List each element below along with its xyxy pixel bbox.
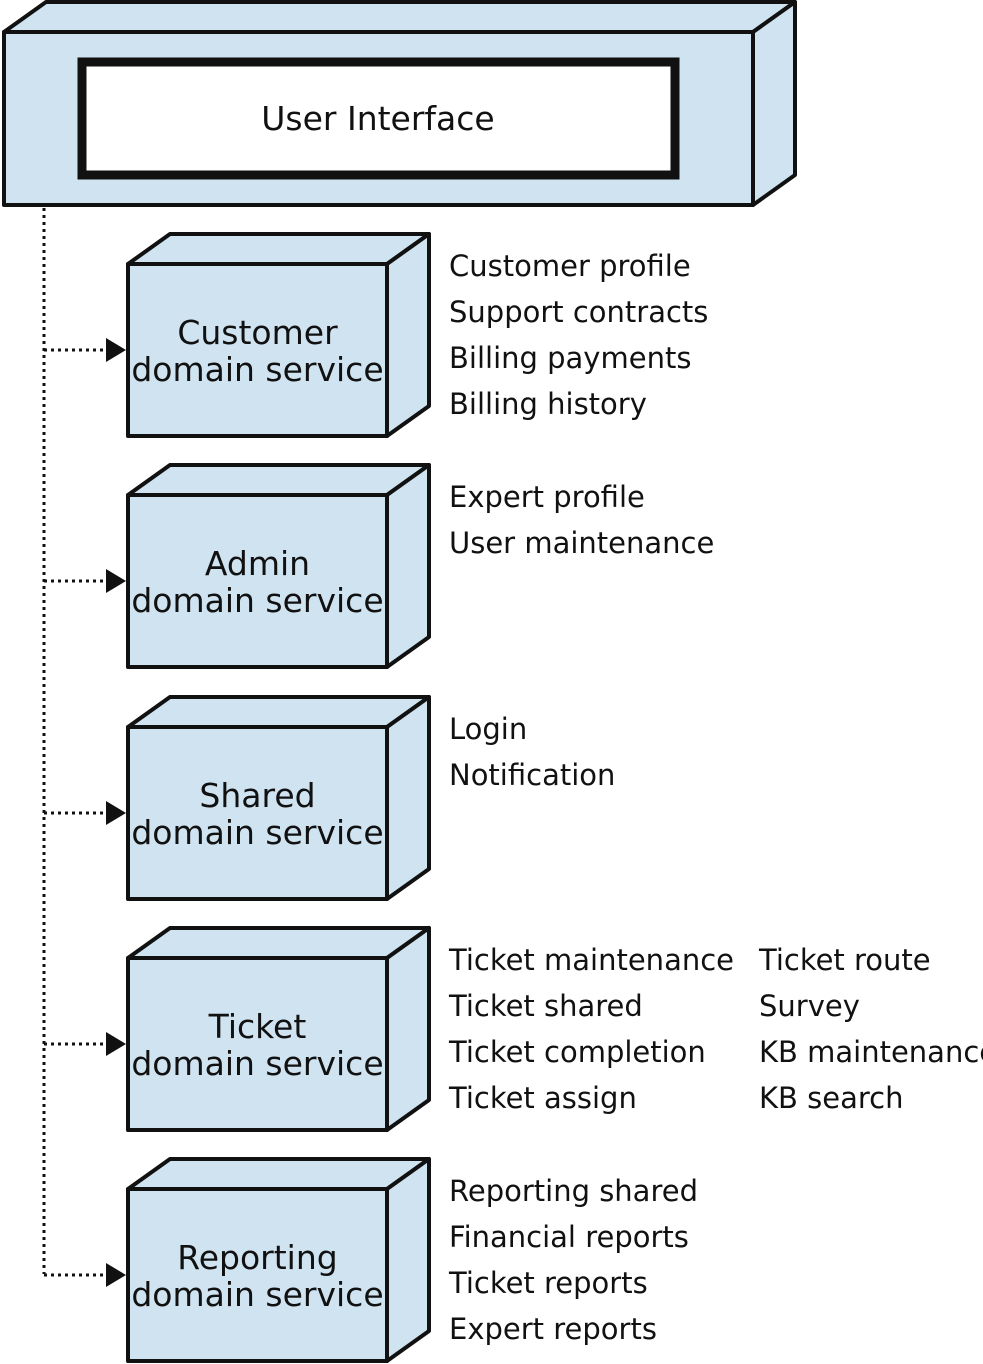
service-box-front bbox=[126, 493, 389, 669]
ui-title: User Interface bbox=[261, 99, 494, 138]
service-box-top bbox=[126, 463, 431, 497]
service-item: Ticket assign bbox=[448, 1081, 637, 1115]
arrowhead-icon bbox=[106, 569, 126, 593]
service-item: Ticket reports bbox=[448, 1266, 648, 1300]
service-label: domain service bbox=[131, 1044, 383, 1083]
service-item: Expert profile bbox=[449, 480, 645, 514]
arrowhead-icon bbox=[106, 1032, 126, 1056]
service-item: Expert reports bbox=[449, 1312, 657, 1346]
service-label: Shared bbox=[199, 776, 315, 815]
service-label: domain service bbox=[131, 1275, 383, 1314]
service-box-front bbox=[126, 725, 389, 901]
service-item: KB maintenance bbox=[759, 1035, 983, 1069]
service-item: Ticket completion bbox=[448, 1035, 706, 1069]
service-item: Ticket shared bbox=[448, 989, 643, 1023]
service-label: Reporting bbox=[177, 1238, 337, 1277]
service-box-front bbox=[126, 1187, 389, 1363]
service-item: Customer profile bbox=[449, 249, 691, 283]
ui-box-side bbox=[751, 0, 797, 207]
service-box-front bbox=[126, 956, 389, 1132]
arrowhead-icon bbox=[106, 338, 126, 362]
service-item: User maintenance bbox=[449, 526, 714, 560]
service-item: Billing payments bbox=[449, 341, 691, 375]
service-label: Admin bbox=[205, 544, 310, 583]
service-item: Financial reports bbox=[449, 1220, 689, 1254]
arrowhead-icon bbox=[106, 1263, 126, 1287]
service-box-side bbox=[385, 463, 431, 669]
service-box-side bbox=[385, 926, 431, 1132]
service-item: Login bbox=[449, 712, 527, 746]
service-label: Ticket bbox=[208, 1007, 307, 1046]
arrowhead-icon bbox=[106, 801, 126, 825]
service-box-side bbox=[385, 1157, 431, 1363]
service-item: Ticket maintenance bbox=[448, 943, 734, 977]
service-box-top bbox=[126, 1157, 431, 1191]
service-box-front bbox=[126, 262, 389, 438]
service-item: Survey bbox=[759, 989, 860, 1023]
service-item: Billing history bbox=[449, 387, 647, 421]
service-label: domain service bbox=[131, 813, 383, 852]
service-box-side bbox=[385, 695, 431, 901]
service-label: Customer bbox=[177, 313, 338, 352]
service-item: Support contracts bbox=[449, 295, 708, 329]
service-box-top bbox=[126, 695, 431, 729]
service-box-top bbox=[126, 926, 431, 960]
ui-inner-panel bbox=[77, 57, 680, 180]
service-item: KB search bbox=[759, 1081, 903, 1115]
service-item: Notification bbox=[449, 758, 615, 792]
service-box-side bbox=[385, 232, 431, 438]
service-item: Reporting shared bbox=[449, 1174, 698, 1208]
service-label: domain service bbox=[131, 350, 383, 389]
ui-box-top bbox=[2, 0, 797, 34]
user-interface-block: User Interface bbox=[2, 0, 797, 207]
service-label: domain service bbox=[131, 581, 383, 620]
service-box-top bbox=[126, 232, 431, 266]
service-item: Ticket route bbox=[758, 943, 931, 977]
